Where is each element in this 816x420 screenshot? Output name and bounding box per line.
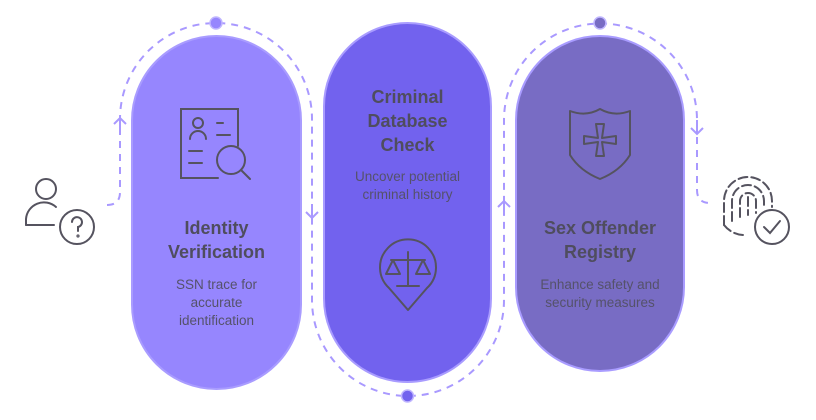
justice-scale-pin-icon xyxy=(379,238,437,311)
step-sex-offender-registry xyxy=(515,35,685,372)
step-description: Enhance safety and security measures xyxy=(540,277,660,310)
step-title: Sex Offender Registry xyxy=(543,218,657,262)
connector-dot xyxy=(209,16,223,30)
shield-cross-icon xyxy=(569,108,631,180)
id-card-search-icon xyxy=(180,108,251,180)
step-description: SSN trace for accurate identification xyxy=(175,277,258,328)
connector-dot xyxy=(400,389,415,403)
arrow-up-icon xyxy=(497,199,511,215)
fingerprint-check-icon xyxy=(723,176,790,245)
connector-dot xyxy=(593,16,607,30)
step-criminal-database-check xyxy=(323,22,492,383)
person-question-icon xyxy=(25,178,95,245)
step-title: Identity Verification xyxy=(167,218,266,262)
step-title: Criminal Database Check xyxy=(367,87,448,155)
step-description: Uncover potential criminal history xyxy=(354,169,461,202)
arrow-down-icon xyxy=(690,120,704,136)
step-identity-verification xyxy=(131,35,302,390)
arrow-down-icon xyxy=(305,204,319,220)
arrow-up-icon xyxy=(113,116,127,132)
